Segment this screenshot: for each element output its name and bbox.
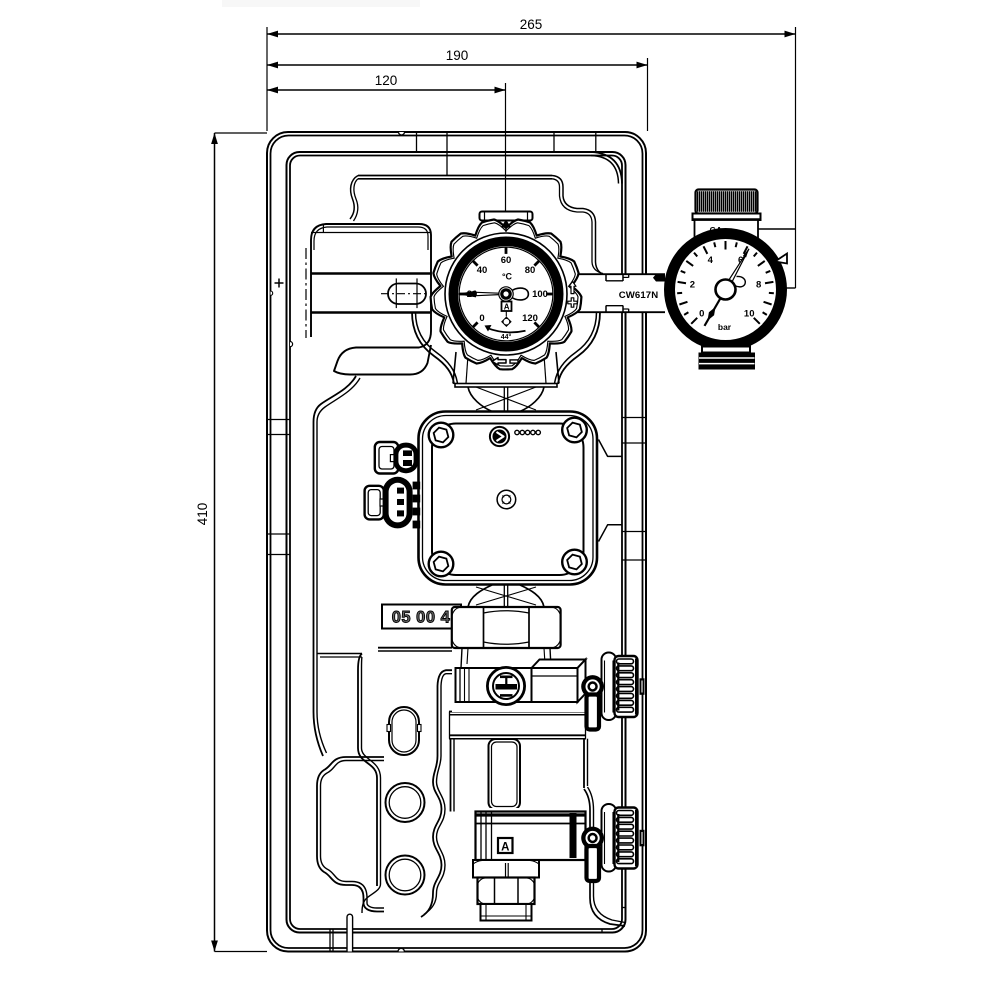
svg-text:bar: bar: [718, 322, 732, 332]
svg-text:A: A: [501, 842, 509, 854]
svg-text:8: 8: [756, 280, 761, 291]
svg-text:265: 265: [520, 17, 543, 32]
svg-text:60: 60: [501, 255, 512, 266]
svg-text:120: 120: [375, 73, 398, 88]
svg-text:CW617N: CW617N: [619, 290, 659, 301]
svg-text:A: A: [504, 303, 510, 312]
svg-text:°C: °C: [502, 272, 513, 282]
svg-text:120: 120: [522, 313, 538, 324]
svg-text:4: 4: [708, 255, 714, 266]
svg-text:0: 0: [699, 308, 704, 319]
svg-text:0: 0: [479, 313, 484, 324]
svg-text:2: 2: [690, 280, 695, 291]
svg-text:10: 10: [744, 308, 755, 319]
svg-text:410: 410: [195, 503, 210, 526]
svg-text:40: 40: [477, 265, 488, 276]
svg-text:80: 80: [525, 265, 536, 276]
svg-text:44°: 44°: [501, 333, 512, 341]
svg-text:100: 100: [532, 289, 548, 300]
svg-text:190: 190: [446, 48, 469, 63]
svg-text:05 00 4: 05 00 4: [392, 609, 451, 627]
